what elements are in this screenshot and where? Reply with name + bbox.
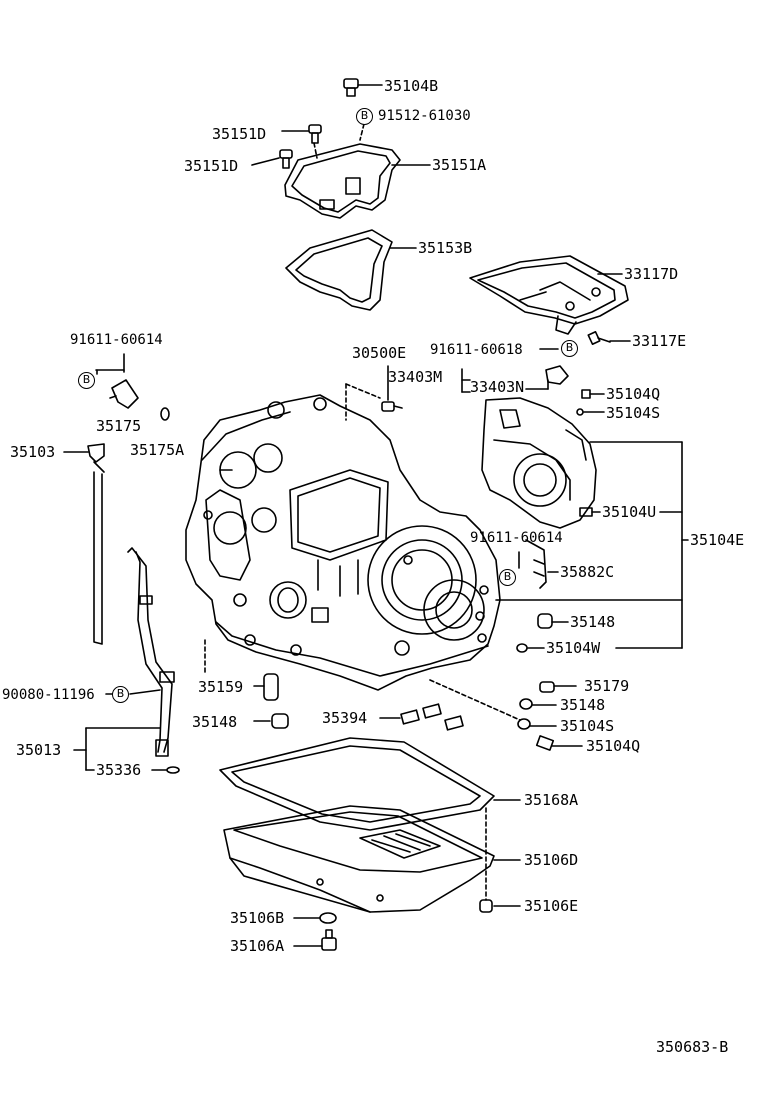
bolt-35104u: [579, 507, 601, 517]
gasket-35106b: [319, 912, 337, 924]
pin-35104s-top: [576, 408, 584, 416]
plug-35106e: [479, 899, 493, 913]
plug-35148-right: [537, 613, 553, 629]
label-35882c: 35882C: [560, 563, 615, 581]
label-35159: 35159: [198, 678, 244, 696]
sleeve-35159: [263, 673, 279, 701]
b-marker-91611-60618: B: [561, 340, 578, 357]
b-marker-90080: B: [112, 686, 129, 703]
speed-sensor-35175: [109, 379, 139, 409]
label-35148-right2: 35148: [560, 696, 606, 714]
label-35106a: 35106A: [230, 937, 285, 955]
label-35104w: 35104W: [546, 639, 601, 657]
pipe-35882c: [525, 539, 547, 589]
label-90080-11196: 90080-11196: [2, 687, 95, 703]
b-marker-91611-left: B: [78, 372, 95, 389]
label-35151d-a: 35151D: [212, 125, 267, 143]
label-91611-60614-left: 91611-60614: [70, 332, 163, 348]
plug-30500e: [381, 401, 403, 412]
label-35104q-top: 35104Q: [606, 385, 661, 403]
label-35179: 35179: [584, 677, 630, 695]
diagram-code: 350683-B: [656, 1038, 729, 1056]
label-35148-mid: 35148: [192, 713, 238, 731]
label-35104q-low: 35104Q: [586, 737, 641, 755]
bracket-33117d: [469, 255, 629, 335]
label-35336: 35336: [96, 761, 142, 779]
bolt-35151d-b: [279, 149, 293, 169]
label-35151a: 35151A: [432, 156, 487, 174]
plug-35179: [539, 681, 555, 693]
transaxle-case: [185, 394, 501, 691]
b-marker-91611-right: B: [499, 569, 516, 586]
bolt-35151d-a: [308, 124, 322, 144]
bolt-35104q-top: [581, 389, 591, 399]
pin-35104s-low: [517, 718, 531, 730]
label-30500e: 30500E: [352, 344, 407, 362]
label-35106d: 35106D: [524, 851, 579, 869]
label-35394: 35394: [322, 709, 368, 727]
bolt-33117e: [587, 330, 611, 346]
label-91611-60618: 91611-60618: [430, 342, 523, 358]
cover-35151a: [284, 143, 401, 219]
label-35013: 35013: [16, 741, 62, 759]
label-33403n: 33403N: [470, 378, 525, 396]
label-35104e: 35104E: [690, 531, 745, 549]
pin-35104w: [516, 643, 528, 653]
label-35106b: 35106B: [230, 909, 285, 927]
oil-pan-35106d: [223, 805, 495, 913]
dipstick-35103: [87, 443, 105, 645]
label-35168a: 35168A: [524, 791, 579, 809]
extension-housing-33403m: [481, 397, 597, 529]
drain-plug-35106a: [321, 929, 337, 951]
plug-35148-right2: [519, 698, 533, 710]
label-33117d: 33117D: [624, 265, 679, 283]
label-35104s-low: 35104S: [560, 717, 615, 735]
label-35153b: 35153B: [418, 239, 473, 257]
o-ring-35175a: [160, 407, 170, 421]
gasket-35153b: [285, 229, 393, 311]
label-33403m: 33403M: [388, 368, 443, 386]
b-marker-91512: B: [356, 108, 373, 125]
label-35103: 35103: [10, 443, 56, 461]
label-35106e: 35106E: [524, 897, 579, 915]
label-35175: 35175: [96, 417, 142, 435]
label-91611-60614-right: 91611-60614: [470, 530, 563, 546]
bolt-35104q-low: [535, 735, 555, 751]
label-91512-61030: 91512-61030: [378, 108, 471, 124]
label-35175a: 35175A: [130, 441, 185, 459]
o-ring-35336: [166, 766, 180, 774]
seal-33403n: [545, 365, 569, 385]
plug-35104b: [343, 78, 359, 97]
label-35148-right: 35148: [570, 613, 616, 631]
pan-gasket-35168a: [219, 737, 495, 831]
filler-tube-35013: [127, 547, 175, 757]
label-35104b: 35104B: [384, 77, 439, 95]
label-35104s-top: 35104S: [606, 404, 661, 422]
label-33117e: 33117E: [632, 332, 687, 350]
label-35104u: 35104U: [602, 503, 657, 521]
plug-35148-mid: [271, 713, 289, 729]
label-35151d-b: 35151D: [184, 157, 239, 175]
shims-35394: [400, 703, 464, 731]
